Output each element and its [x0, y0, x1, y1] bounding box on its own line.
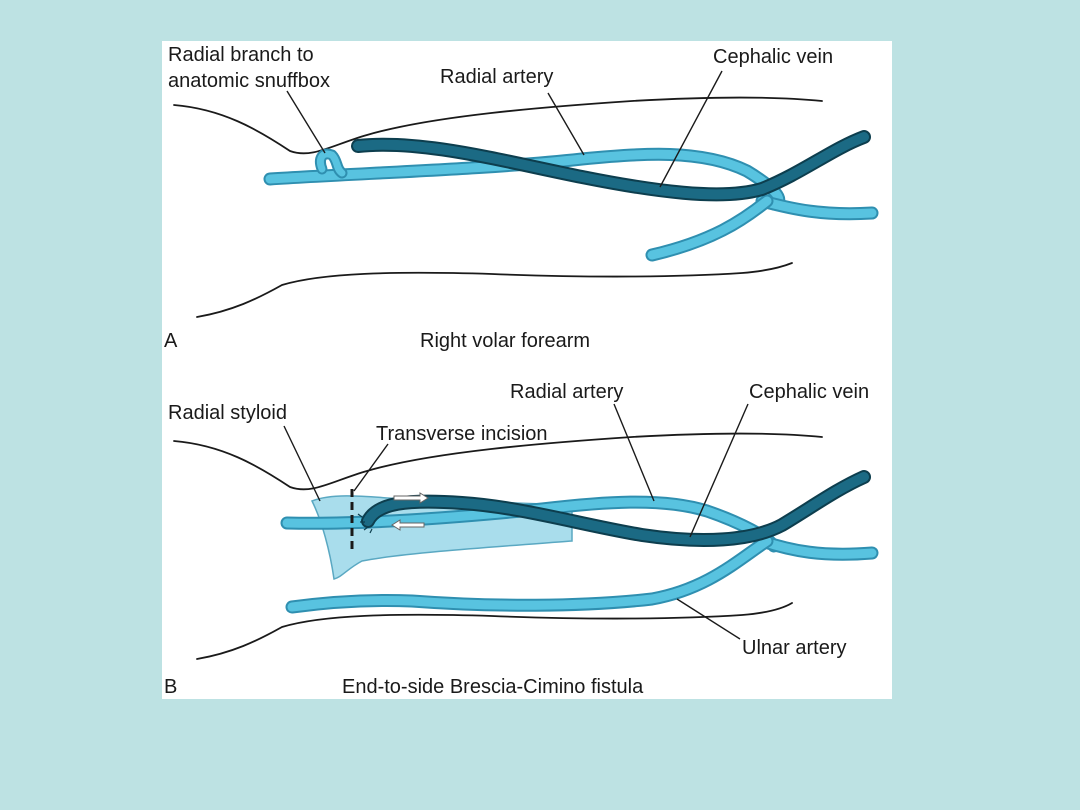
forearm-vessel-figure: Radial branch to anatomic snuffbox Radia… — [162, 41, 892, 699]
panel-b-leader-radial-artery — [613, 403, 655, 502]
panel-a-cephalic-vein — [351, 130, 871, 202]
panel-a-arterial-bifurcation — [645, 194, 879, 262]
panel-a-label-radial-branch-line1: Radial branch to — [168, 44, 314, 66]
panel-b-arrow-right — [393, 492, 429, 504]
panel-b-cephalic-vein — [357, 470, 871, 548]
panel-a-label-radial-branch-line2: anatomic snuffbox — [168, 70, 330, 92]
panel-a-leader-radial-artery — [547, 92, 585, 156]
panel-b-radial-artery — [280, 495, 781, 553]
panel-b-forearm-lower-outline — [196, 602, 793, 660]
panel-a-label-radial-artery: Radial artery — [440, 66, 553, 88]
panel-b-anastomosis-stitches — [357, 513, 373, 534]
panel-b-leader-transverse-incision — [353, 443, 389, 492]
panel-a-leader-radial-branch — [286, 90, 326, 154]
panel-b-leader-radial-styloid — [283, 425, 321, 502]
panel-b-label-transverse-incision: Transverse incision — [376, 423, 548, 445]
panel-b-letter: B — [164, 676, 177, 698]
panel-a-caption: Right volar forearm — [420, 330, 590, 352]
panel-b-leader-ulnar-artery — [676, 598, 741, 640]
panel-b-arrow-left — [391, 519, 425, 531]
panel-b-ulnar-artery — [285, 534, 774, 614]
panel-b-arterial-bifurcation — [755, 534, 879, 561]
panel-b-flow-arrows — [391, 492, 429, 531]
panel-a-forearm-lower-outline — [196, 262, 793, 318]
panel-a-label-cephalic-vein: Cephalic vein — [713, 46, 833, 68]
panel-b-caption: End-to-side Brescia-Cimino fistula — [342, 676, 644, 698]
panel-b-label-ulnar-artery: Ulnar artery — [742, 637, 846, 659]
panel-b-label-radial-styloid: Radial styloid — [168, 402, 287, 424]
panel-a-leader-cephalic-vein — [659, 70, 723, 188]
panel-a-radial-artery — [263, 147, 786, 211]
panel-b: Radial styloid Transverse incision Radia… — [164, 381, 879, 698]
panel-b-forearm-upper-outline — [173, 432, 823, 491]
panel-a: Radial branch to anatomic snuffbox Radia… — [164, 44, 879, 352]
panel-b-label-cephalic-vein: Cephalic vein — [749, 381, 869, 403]
panel-a-letter: A — [164, 330, 178, 352]
panel-a-forearm-upper-outline — [173, 96, 823, 155]
panel-b-label-radial-artery: Radial artery — [510, 381, 623, 403]
panel-b-leader-cephalic-vein — [689, 403, 749, 538]
